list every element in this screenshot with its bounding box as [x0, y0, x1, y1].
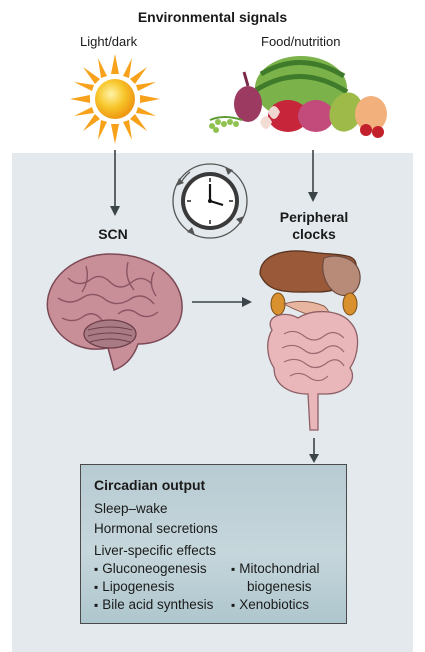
sun-icon [70, 54, 160, 144]
food-icon [209, 56, 387, 138]
bullet-gluconeogenesis: Gluconeogenesis [94, 561, 207, 576]
output-item-liver: Liver-specific effects [94, 543, 217, 558]
circadian-output-box: Circadian output Sleep–wake Hormonal sec… [80, 464, 347, 624]
output-item-sleep-wake: Sleep–wake [94, 501, 168, 516]
bullet-mark [231, 561, 239, 576]
bullet-mark [94, 597, 102, 612]
peripheral-label-line1: Peripheral [279, 209, 349, 225]
diagram-title: Environmental signals [137, 9, 288, 25]
output-item-hormonal: Hormonal secretions [94, 521, 218, 536]
bullet-text: Xenobiotics [239, 597, 310, 612]
bullet-bile-acid: Bile acid synthesis [94, 597, 213, 612]
bullet-xenobiotics: Xenobiotics [231, 597, 309, 612]
output-title: Circadian output [94, 477, 206, 493]
food-nutrition-label: Food/nutrition [261, 34, 341, 49]
bullet-mitochondrial: Mitochondrial [231, 561, 320, 576]
organs-icon [259, 250, 361, 431]
bullet-text: Lipogenesis [102, 579, 175, 594]
bullet-mitochondrial-cont: biogenesis [247, 579, 312, 594]
bullet-text: Bile acid synthesis [102, 597, 214, 612]
peripheral-label-line2: clocks [292, 226, 336, 242]
bullet-text: Gluconeogenesis [102, 561, 207, 576]
arrow-scn-to-peripheral [192, 297, 252, 307]
bullet-mark [94, 579, 102, 594]
bullet-lipogenesis: Lipogenesis [94, 579, 174, 594]
arrow-light-to-scn [110, 150, 120, 216]
arrow-peripheral-to-output [309, 438, 319, 463]
clock-icon [172, 163, 248, 239]
bullet-mark [94, 561, 102, 576]
arrow-food-to-peripheral [308, 150, 318, 202]
bullet-text: Mitochondrial [239, 561, 320, 576]
scn-label: SCN [98, 226, 128, 242]
brain-icon [46, 253, 183, 371]
light-dark-label: Light/dark [80, 34, 138, 49]
bullet-mark [231, 597, 239, 612]
